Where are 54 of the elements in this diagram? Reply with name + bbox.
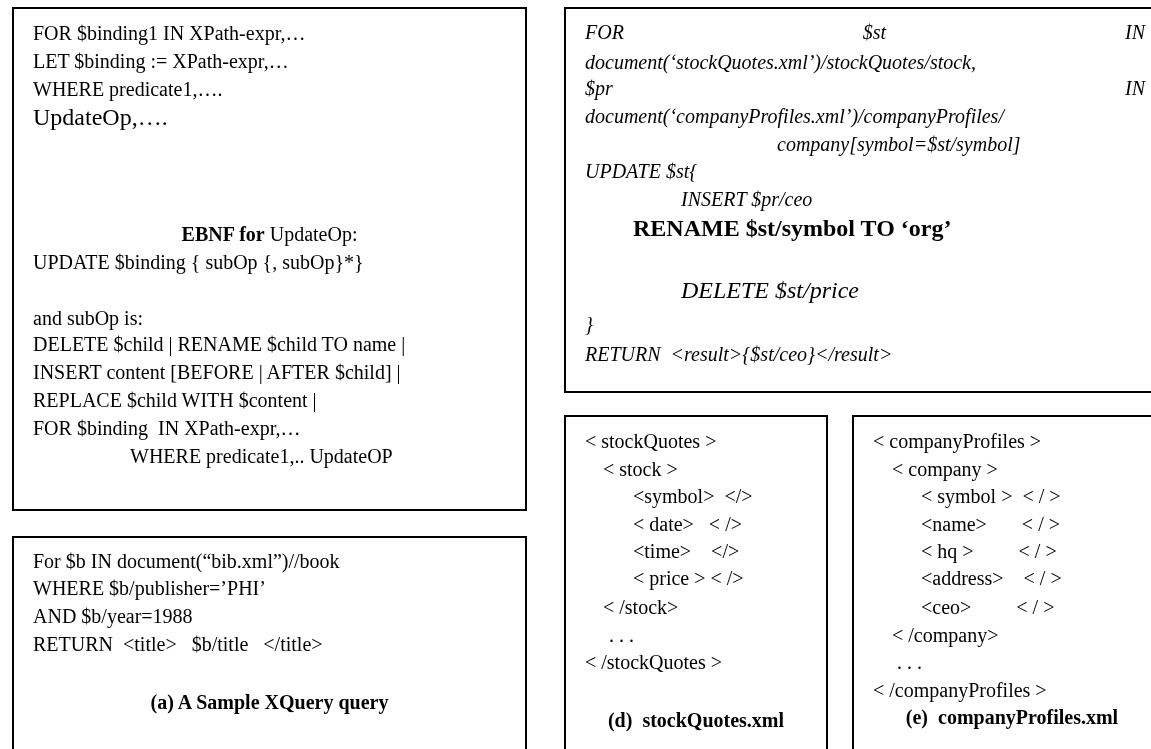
code-line: AND $b/year=1988 <box>33 604 193 628</box>
code-line: document(‘stockQuotes.xml’)/stockQuotes/stock, <box>585 50 976 74</box>
code-line: FOR $binding1 IN XPath-expr,… <box>33 21 306 45</box>
code-line: <time> </> <box>633 539 740 563</box>
code-line: < companyProfiles > <box>873 429 1042 453</box>
code-line: RETURN <result>{$st/ceo}</result> <box>585 342 893 366</box>
code-line: <name> < / > <box>921 512 1060 536</box>
code-line: RETURN <title> $b/title </title> <box>33 632 323 656</box>
figure-caption: (e) companyProfiles.xml <box>905 706 1119 728</box>
code-line: < /stockQuotes > <box>585 650 722 674</box>
code-line: < symbol > < / > <box>921 484 1061 508</box>
code-line: < date> < /> <box>633 512 742 536</box>
code-line: LET $binding := XPath-expr,… <box>33 49 289 73</box>
code-line: <ceo> < / > <box>921 595 1055 619</box>
code-line: WHERE predicate1,…. <box>33 77 223 101</box>
code-line: INSERT $pr/ceo <box>681 187 813 211</box>
code-line: DELETE $st/price <box>681 276 859 304</box>
code-line: document(‘companyProfiles.xml’)/companyProfiles/ <box>585 104 1004 128</box>
code-line: For $b IN document(“bib.xml”)//book <box>33 549 340 573</box>
code-line: <symbol> </> <box>633 484 753 508</box>
code-line: FOR $st IN <box>585 20 1145 44</box>
figure-caption: (d) stockQuotes.xml <box>607 709 785 731</box>
figure-caption: (a) A Sample XQuery query <box>150 691 389 713</box>
code-line: INSERT content [BEFORE | AFTER $child] | <box>33 360 401 384</box>
code-line: WHERE $b/publisher=’PHI’ <box>33 576 266 600</box>
code-line: } <box>585 312 593 336</box>
code-panel <box>12 7 527 511</box>
code-line: RENAME $st/symbol TO ‘org’ <box>633 214 952 242</box>
code-line: and subOp is: <box>33 306 143 330</box>
code-line: REPLACE $child WITH $content | <box>33 388 317 412</box>
code-line: . . . <box>609 623 634 647</box>
code-line: UPDATE $binding { subOp {, subOp}*} <box>33 250 364 274</box>
code-line: UpdateOp,…. <box>33 103 168 131</box>
code-line: company[symbol=$st/symbol] <box>777 132 1021 156</box>
code-line: <address> < / > <box>921 566 1062 590</box>
code-line: $pr IN <box>585 76 1145 100</box>
code-line: DELETE $child | RENAME $child TO name | <box>33 332 406 356</box>
code-line: < company > <box>892 457 998 481</box>
code-line: WHERE predicate1,.. UpdateOP <box>130 444 393 468</box>
code-line: < /companyProfiles > <box>873 678 1047 702</box>
code-line: . . . <box>897 650 922 674</box>
code-line: UPDATE $st{ <box>585 159 698 183</box>
code-line: < /stock> <box>603 595 679 619</box>
code-line: < hq > < / > <box>921 539 1057 563</box>
code-line: < /company> <box>892 623 999 647</box>
code-line: < stock > <box>603 457 678 481</box>
code-panel <box>12 536 527 749</box>
code-panel <box>564 415 828 749</box>
code-line: FOR $binding IN XPath-expr,… <box>33 416 301 440</box>
code-line: EBNF for UpdateOp: <box>181 223 358 245</box>
code-line: < price > < /> <box>633 566 744 590</box>
code-panel <box>564 7 1151 393</box>
code-panel <box>852 415 1151 749</box>
code-line: < stockQuotes > <box>585 429 717 453</box>
